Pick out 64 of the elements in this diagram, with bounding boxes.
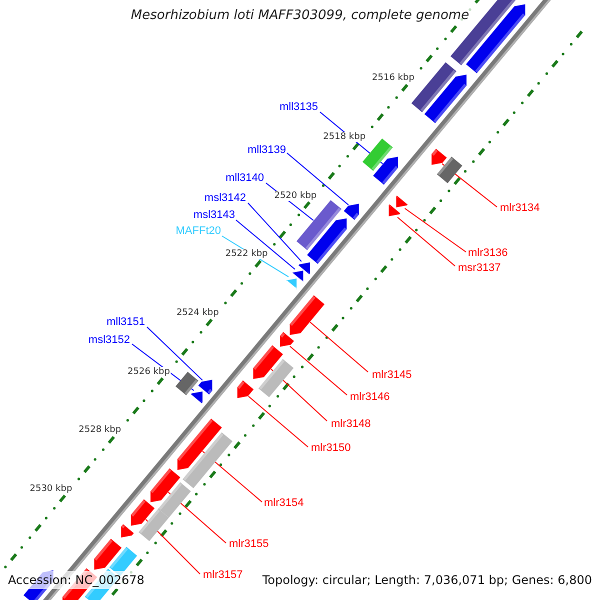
gene-block (436, 156, 462, 184)
gene-block (290, 295, 324, 335)
gene-block (292, 270, 304, 282)
gene-block (344, 204, 359, 220)
gene-label: mlr3145 (372, 369, 412, 381)
gene-label: msl3152 (88, 334, 130, 346)
leader-line (286, 152, 349, 206)
leader-line (146, 326, 203, 381)
tick-label: 2516 kbp (371, 73, 416, 84)
gene-block (373, 156, 398, 185)
tick-label: 2528 kbp (78, 425, 122, 436)
gene-block (432, 148, 447, 165)
gene-label: mlr3136 (468, 247, 508, 259)
gene-label: msr3137 (458, 262, 501, 274)
gene-block (253, 345, 283, 379)
gene-block (258, 359, 294, 398)
gene-block (307, 218, 347, 264)
tick-label: 2522 kbp (224, 249, 269, 260)
leader-line (132, 344, 194, 391)
gene-label: mlr3134 (500, 202, 540, 214)
gene-label: mll3151 (106, 316, 145, 328)
leader-line (236, 220, 296, 270)
gene-label: mlr3150 (311, 442, 351, 454)
gene-label: mlr3148 (331, 418, 371, 430)
gene-block (158, 482, 191, 518)
gene-block (138, 508, 169, 542)
gene-block (150, 468, 180, 502)
gene-label: MAFFt20 (176, 225, 221, 237)
tick-label: 2524 kbp (175, 308, 220, 318)
tick-label: 2530 kbp (28, 484, 74, 494)
gene-block (182, 432, 232, 488)
gene-block (388, 204, 400, 216)
gene-block (94, 538, 122, 570)
leader-line (248, 396, 308, 448)
gene-block (177, 418, 222, 470)
tick-label: 2526 kbp (126, 366, 171, 377)
gene-block (424, 74, 466, 124)
gene-label: mlr3154 (264, 497, 304, 509)
gene-block (286, 278, 298, 290)
gene-label: mll3139 (247, 144, 286, 156)
tick-label: 2518 kbp (322, 132, 367, 142)
gene-block (121, 524, 134, 538)
gene-block (396, 196, 408, 208)
gene-block (191, 392, 202, 404)
gene-label: mlr3157 (203, 569, 243, 581)
tick-label: 2520 kbp (273, 190, 318, 201)
gene-block (298, 262, 310, 274)
gene-label: mlr3155 (229, 538, 269, 550)
gene-block (176, 372, 198, 396)
leader-line (397, 216, 456, 266)
leader-line (404, 208, 466, 252)
gene-label: mll3140 (225, 172, 264, 184)
gene-label: mlr3146 (350, 391, 390, 403)
gene-label: msl3142 (204, 192, 246, 204)
gene-block (130, 499, 155, 526)
leader-line (289, 346, 348, 396)
gene-block (198, 380, 212, 394)
gene-block (280, 332, 294, 347)
gene-label: msl3143 (193, 209, 235, 221)
leader-line (310, 322, 368, 372)
leader-line (248, 202, 302, 262)
gene-block (237, 380, 254, 398)
gene-block (296, 200, 342, 250)
gene-label: mll3135 (279, 101, 318, 113)
